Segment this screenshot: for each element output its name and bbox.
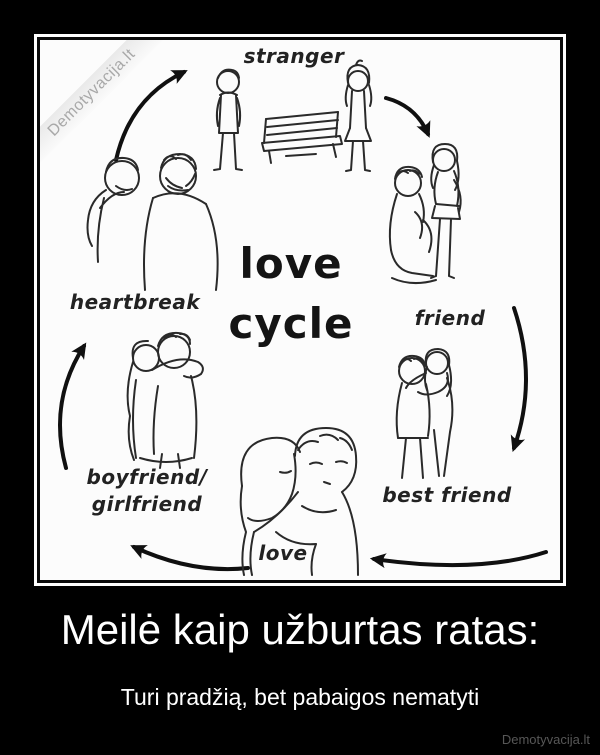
arrow-stranger-to-friend [384,96,431,138]
arrow-love-to-boyfriend-girlfriend [130,545,250,572]
boyfriend-girlfriend-scene-sketch [126,331,204,469]
love-cycle-image: Demotyvacija.lt love cycle stranger frie… [37,37,563,583]
heartbreak-scene-sketch [86,153,219,291]
poster-title: Meilė kaip užburtas ratas: [60,606,540,653]
stage-label-boyfriend-girlfriend: boyfriend/ girlfriend [72,464,222,518]
stage-label-stranger: stranger [243,44,345,68]
stage-label-friend: friend [414,306,486,330]
stage-label-heartbreak: heartbreak [69,290,201,314]
stage-label-best-friend: best friend [382,483,512,507]
site-watermark: Demotyvacija.lt [501,732,590,747]
poster-subtitle: Turi pradžią, bet pabaigos nematyti [120,684,480,710]
stage-label-love: love [258,541,308,565]
love-cycle-sketch [58,59,548,576]
friend-scene-sketch [388,143,462,284]
arrow-best-friend-to-love [369,550,548,569]
arrow-heartbreak-to-stranger [114,70,188,162]
image-frame: Demotyvacija.lt love cycle stranger frie… [34,34,566,586]
best-friend-scene-sketch [395,348,454,479]
stage-label-boyfriend: boyfriend/ [86,465,208,489]
arrow-boyfriend-girlfriend-to-heartbreak [58,342,87,470]
arrow-friend-to-best-friend [510,306,528,452]
cycle-title-line1: love [239,239,343,288]
love-scene-sketch [239,427,359,576]
stage-label-girlfriend: girlfriend [91,492,203,516]
cycle-title-line2: cycle [228,299,354,348]
cycle-arrows [58,70,548,572]
stranger-scene-sketch [213,59,373,172]
